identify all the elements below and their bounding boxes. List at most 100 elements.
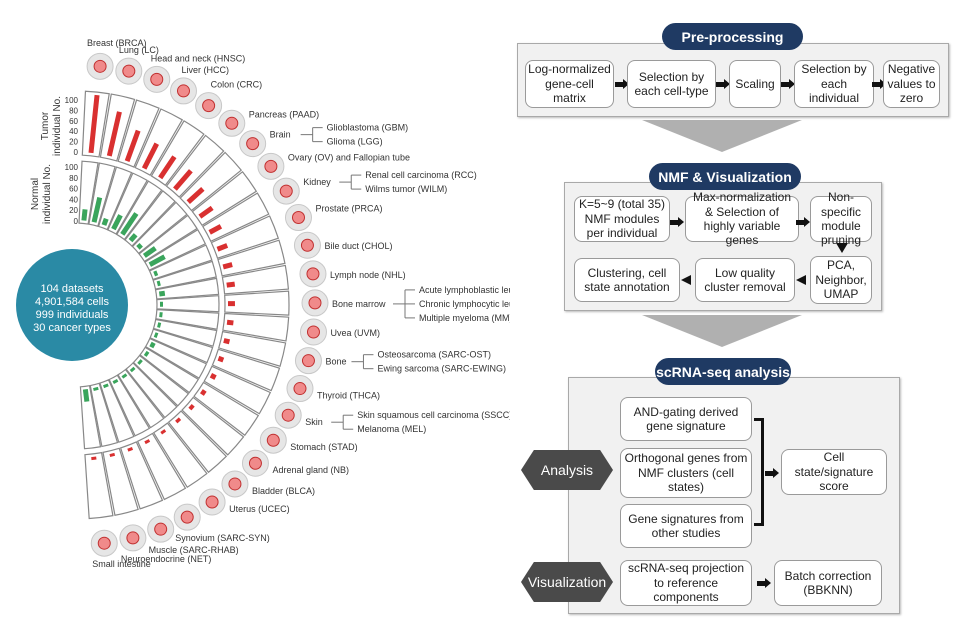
tumor-bar bbox=[216, 243, 229, 252]
organ-label: Brain bbox=[270, 130, 291, 140]
normal-bar bbox=[111, 214, 123, 231]
normal-box bbox=[132, 354, 190, 407]
organ-icon bbox=[86, 52, 114, 80]
organ-icon bbox=[259, 426, 287, 454]
tumor-bar bbox=[186, 187, 205, 204]
batch-correction: Batch correction (BBKNN) bbox=[774, 560, 882, 606]
organ-icon-glyph bbox=[291, 211, 305, 225]
organ-icon-glyph bbox=[205, 495, 219, 509]
normal-bar bbox=[91, 197, 103, 223]
normal-box bbox=[148, 244, 213, 281]
organ-icon-glyph bbox=[308, 296, 322, 310]
tumor-bar bbox=[222, 262, 233, 270]
normal-bar bbox=[103, 383, 109, 389]
organ-label: Bone marrow bbox=[332, 299, 386, 309]
summary-line: 30 cancer types bbox=[33, 322, 111, 334]
tumor-box bbox=[84, 451, 114, 520]
normal-bar bbox=[93, 386, 99, 392]
normal-bar bbox=[156, 280, 161, 287]
organ-icon-glyph bbox=[126, 531, 140, 545]
organ-icon bbox=[284, 204, 312, 232]
normal-bar bbox=[157, 322, 162, 328]
tumor-box bbox=[203, 365, 272, 415]
normal-bar bbox=[128, 233, 138, 243]
subtype-label: Glioma (LGG) bbox=[327, 137, 383, 147]
normal-box bbox=[78, 160, 99, 225]
organ-label: Neuroendocrine (NET) bbox=[121, 554, 212, 564]
normal-box bbox=[139, 346, 200, 394]
tumor-bar bbox=[198, 205, 214, 219]
organ-icon bbox=[274, 401, 302, 429]
organ-label: Muscle (SARC-RHAB) bbox=[149, 545, 239, 555]
organ-icon-glyph bbox=[300, 238, 314, 252]
tumor-bar bbox=[226, 281, 236, 288]
axis-tick-label: 80 bbox=[69, 106, 78, 115]
normal-box bbox=[108, 374, 151, 437]
axis-tick-label: 100 bbox=[65, 163, 79, 172]
organ-icon-glyph bbox=[202, 99, 216, 113]
axis-tick-label: 40 bbox=[69, 195, 78, 204]
organ-label: Stomach (STAD) bbox=[290, 442, 357, 452]
tumor-box bbox=[217, 330, 287, 367]
normal-bar bbox=[121, 373, 128, 379]
tumor-box bbox=[152, 422, 208, 489]
organ-icon-glyph bbox=[264, 159, 278, 173]
step-scaling: Scaling bbox=[729, 60, 781, 108]
normal-bar bbox=[149, 341, 156, 349]
organ-label: Small intestine bbox=[92, 559, 151, 569]
organ-label: Uvea (UVM) bbox=[330, 328, 380, 338]
tumor-bar bbox=[106, 111, 122, 157]
organ-icon-glyph bbox=[225, 116, 239, 130]
axis-tick-label: 20 bbox=[69, 206, 78, 215]
normal-bar bbox=[153, 270, 159, 277]
normal-box bbox=[156, 295, 220, 313]
subtype-label: Chronic lymphocytic leukemia (CLL) bbox=[419, 299, 510, 309]
organ-label: Adrenal gland (NB) bbox=[272, 465, 349, 475]
tumor-bar bbox=[109, 452, 116, 457]
normal-box bbox=[155, 309, 220, 330]
subtype-label: Ewing sarcoma (SARC-EWING) bbox=[377, 364, 506, 374]
organ-icon bbox=[241, 449, 269, 477]
organ-icon bbox=[143, 65, 171, 93]
organ-icon-glyph bbox=[228, 477, 242, 491]
normal-box bbox=[131, 201, 188, 255]
normal-bar bbox=[148, 254, 166, 267]
organ-icon-glyph bbox=[93, 59, 107, 73]
tumor-bar bbox=[217, 355, 225, 363]
axis-tick-label: 20 bbox=[69, 138, 78, 147]
step-pca-umap: PCA, Neighbor, UMAP bbox=[810, 256, 872, 304]
organ-icon bbox=[195, 92, 223, 120]
organ-icon bbox=[239, 130, 267, 158]
subtype-label: Osteosarcoma (SARC-OST) bbox=[377, 350, 491, 360]
normal-bar bbox=[142, 246, 157, 258]
organ-icon bbox=[218, 109, 246, 137]
tumor-box bbox=[210, 215, 280, 259]
arrow-down-icon bbox=[836, 243, 848, 253]
tumor-bar bbox=[208, 224, 223, 235]
organ-label: Prostate (PRCA) bbox=[315, 204, 382, 214]
tumor-bar bbox=[209, 373, 217, 380]
normal-box bbox=[152, 318, 218, 347]
organ-label: Liver (HCC) bbox=[181, 65, 229, 75]
axis-title: individual No. bbox=[52, 96, 63, 156]
organ-icon bbox=[198, 488, 226, 516]
cell-state-score: Cell state/signature score bbox=[781, 449, 887, 495]
organ-icon bbox=[147, 515, 175, 543]
organ-label: Bone bbox=[325, 357, 346, 367]
organ-label: Kidney bbox=[303, 177, 331, 187]
normal-box bbox=[149, 328, 214, 364]
step-low-quality-removal: Low quality cluster removal bbox=[695, 258, 795, 302]
organ-icon bbox=[272, 177, 300, 205]
axis-tick-label: 40 bbox=[69, 127, 78, 136]
axis-title: Normal bbox=[30, 178, 41, 210]
subtype-label: Skin squamous cell carcinoma (SSCC) bbox=[357, 410, 510, 420]
organ-icon-glyph bbox=[266, 433, 280, 447]
axis-tick-label: 0 bbox=[74, 217, 79, 226]
organ-icon bbox=[90, 529, 118, 557]
tumor-bar bbox=[88, 94, 100, 154]
normal-bar bbox=[129, 366, 136, 373]
organ-label: Bile duct (CHOL) bbox=[324, 241, 392, 251]
tumor-bar bbox=[124, 129, 141, 163]
organ-icon bbox=[301, 289, 329, 317]
bracket bbox=[754, 418, 764, 526]
